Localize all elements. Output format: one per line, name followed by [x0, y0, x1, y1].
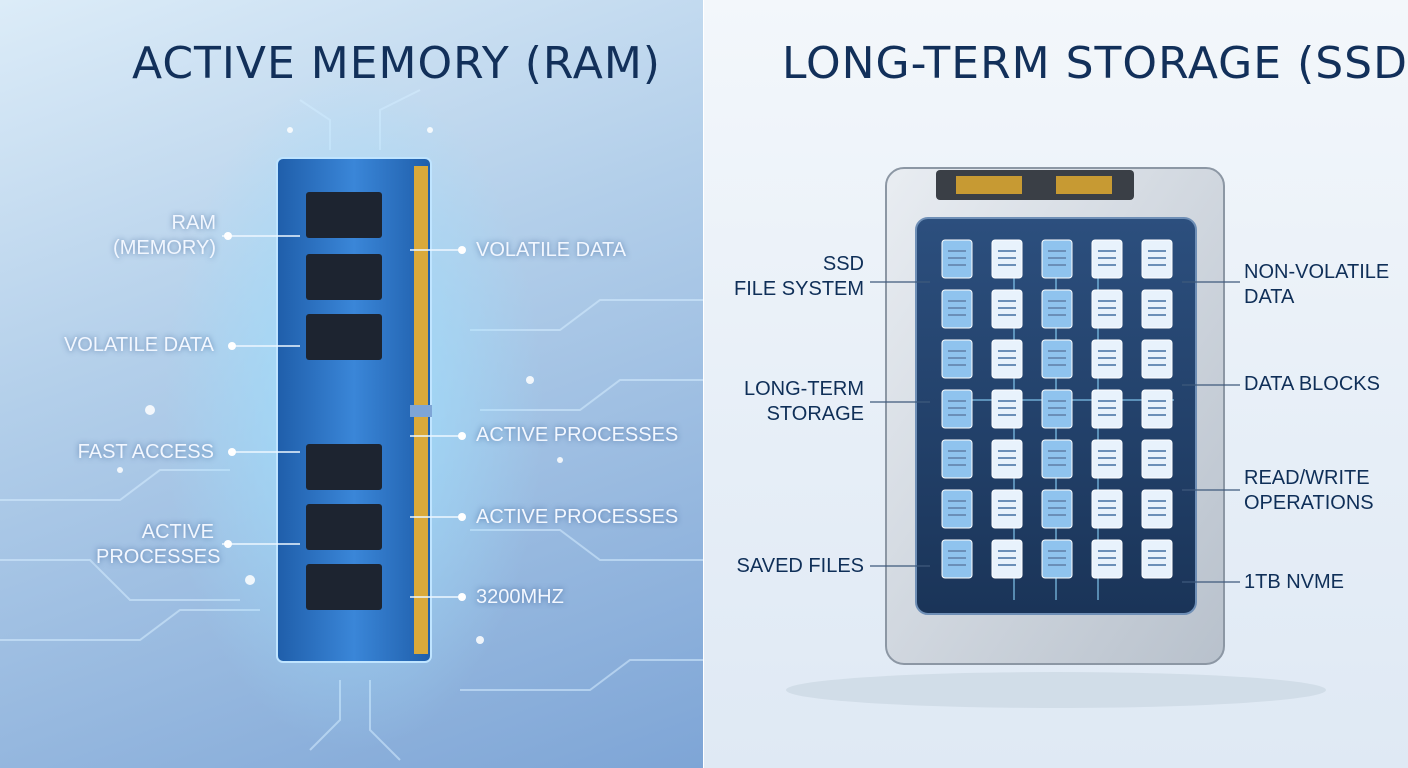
leader-lines	[222, 235, 462, 598]
label-saved-files: SAVED FILES	[736, 555, 864, 577]
connector-pins	[956, 176, 1022, 194]
code-icon	[991, 289, 1023, 329]
image-icon	[1141, 539, 1173, 579]
label-line: OPERATIONS	[1244, 492, 1374, 514]
label-line: RAM	[171, 212, 216, 234]
video-folder-icon	[1041, 239, 1073, 279]
ssd-panel: LONG-TERM STORAGE (SSD) SSD FILE SYSTEM …	[704, 0, 1408, 768]
document-icon	[1091, 289, 1123, 329]
folder-icon	[941, 289, 973, 329]
memory-chip	[306, 314, 382, 360]
label-ram-memory: RAM (MEMORY)	[110, 211, 216, 261]
label-active-processes-r2: ACTIVE PROCESSES	[476, 506, 679, 528]
code-icon	[991, 339, 1023, 379]
document-icon	[1091, 439, 1123, 479]
label-fast-access: FAST ACCESS	[77, 441, 214, 463]
label-line: SSD	[822, 253, 864, 275]
image-icon	[1141, 239, 1173, 279]
document-icon	[1091, 489, 1123, 529]
memory-chip	[306, 444, 382, 490]
document-icon	[1091, 539, 1123, 579]
label-active-processes-r1: ACTIVE PROCESSES	[476, 424, 679, 446]
label-speed: 3200MHz	[476, 586, 564, 608]
ssd-illustration	[786, 167, 1326, 708]
document-icon	[1091, 339, 1123, 379]
code-icon	[991, 239, 1023, 279]
label-long-term: LONG-TERM STORAGE	[734, 377, 864, 427]
ram-module	[276, 157, 432, 663]
folder-icon	[941, 439, 973, 479]
label-line: READ/WRITE	[1244, 467, 1370, 489]
image-icon	[1141, 489, 1173, 529]
document-icon	[1091, 389, 1123, 429]
ram-illustration	[0, 70, 704, 761]
label-volatile-right: VOLATILE DATA	[476, 239, 627, 261]
sparkles	[117, 127, 563, 644]
label-ssd-fs: SSD FILE SYSTEM	[734, 252, 864, 302]
label-line: NON-VOLATILE	[1244, 261, 1390, 283]
label-non-volatile: NON-VOLATILE DATA	[1244, 260, 1389, 310]
label-line: LONG-TERM	[744, 378, 864, 400]
video-folder-icon	[1041, 339, 1073, 379]
video-folder-icon	[1041, 539, 1073, 579]
video-folder-icon	[1041, 439, 1073, 479]
label-data-blocks: DATA BLOCKS	[1244, 373, 1380, 395]
label-capacity: 1TB NVMe	[1244, 571, 1345, 593]
ssd-leader-lines	[870, 281, 1240, 583]
folder-icon	[941, 239, 973, 279]
label-line: PROCESSES	[96, 546, 221, 568]
ram-panel: ACTIVE MEMORY (RAM) RAM (MEMORY) VOLATIL…	[0, 0, 704, 768]
notch	[410, 405, 432, 417]
code-icon	[991, 539, 1023, 579]
folder-icon	[941, 539, 973, 579]
ssd-title: LONG-TERM STORAGE (SSD)	[782, 38, 1408, 89]
image-icon	[1141, 389, 1173, 429]
code-icon	[991, 489, 1023, 529]
memory-chip	[306, 564, 382, 610]
video-folder-icon	[1041, 489, 1073, 529]
file-icons	[941, 239, 1173, 579]
memory-chip	[306, 254, 382, 300]
leader-dots	[224, 232, 466, 601]
label-line: ACTIVE	[141, 521, 214, 543]
label-line: DATA	[1244, 286, 1295, 308]
video-folder-icon	[1041, 389, 1073, 429]
connector-pins	[1056, 176, 1112, 194]
memory-chip	[306, 192, 382, 238]
image-icon	[1141, 339, 1173, 379]
code-icon	[991, 439, 1023, 479]
label-read-write: READ/WRITE OPERATIONS	[1244, 466, 1374, 516]
folder-icon	[941, 489, 973, 529]
video-folder-icon	[1041, 289, 1073, 329]
folder-icon	[941, 339, 973, 379]
label-line: (MEMORY)	[113, 237, 216, 259]
label-volatile-left: VOLATILE DATA	[63, 334, 214, 356]
ssd-shadow	[786, 672, 1326, 708]
label-line: STORAGE	[766, 403, 864, 425]
label-active-processes-left: ACTIVE PROCESSES	[96, 520, 221, 570]
code-icon	[991, 389, 1023, 429]
ram-title: ACTIVE MEMORY (RAM)	[132, 38, 661, 89]
label-line: FILE SYSTEM	[734, 278, 865, 300]
image-icon	[1141, 289, 1173, 329]
folder-icon	[941, 389, 973, 429]
document-icon	[1091, 239, 1123, 279]
image-icon	[1141, 439, 1173, 479]
memory-chip	[306, 504, 382, 550]
